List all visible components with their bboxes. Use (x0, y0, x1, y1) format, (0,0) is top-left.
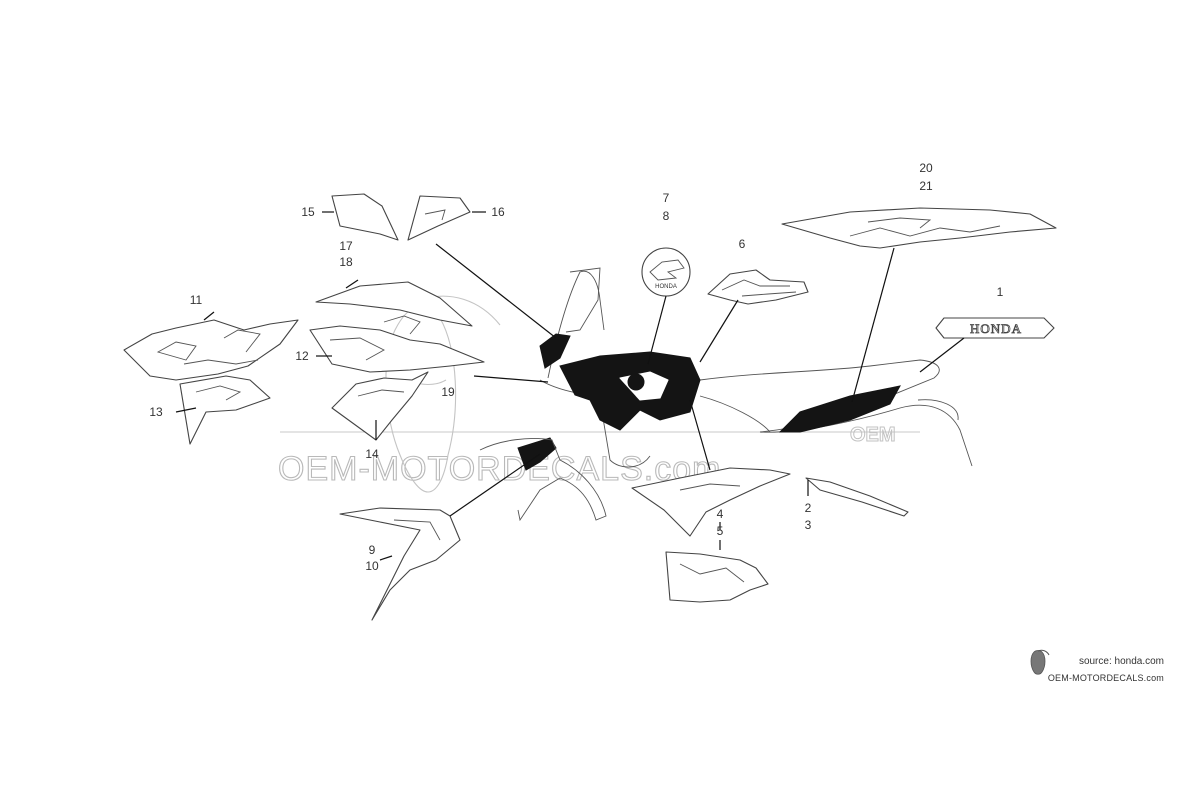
callout-9: 9 (369, 543, 376, 557)
part-17-18 (315, 281, 473, 327)
source-label: source: honda.com (1078, 656, 1164, 667)
part-7-8-emblem: HONDA (641, 247, 691, 297)
rear-side-black-decal (778, 385, 901, 433)
tank-black-decal (559, 351, 701, 431)
part-11-13 (123, 319, 299, 445)
source-site: OEM-MOTORDECALS.com (1047, 673, 1164, 683)
part-2-3-stripe (805, 477, 909, 517)
callout-2: 2 (805, 501, 812, 515)
callout-13: 13 (149, 405, 163, 419)
leader-lines (175, 211, 965, 561)
part-1-honda-wordmark: HONDA (935, 317, 1055, 339)
callout-20: 20 (919, 161, 933, 175)
part-6-logo-decal (707, 269, 809, 305)
callout-10: 10 (365, 559, 379, 573)
callout-8: 8 (663, 209, 670, 223)
callout-6: 6 (739, 237, 746, 251)
callout-14: 14 (365, 447, 379, 461)
emblem-text: HONDA (655, 284, 677, 290)
callout-4: 4 (717, 507, 724, 521)
callout-3: 3 (805, 518, 812, 532)
watermark-sub: OEM (850, 424, 896, 446)
callout-19: 19 (441, 385, 455, 399)
callout-11: 11 (190, 293, 203, 307)
callout-5: 5 (717, 524, 724, 538)
callout-7: 7 (663, 191, 670, 205)
helmet-logo-icon (1030, 649, 1050, 675)
callout-15: 15 (301, 205, 315, 219)
watermark: OEM-MOTORDECALS.com OEM (277, 295, 920, 493)
callouts: 1 2 3 4 5 6 7 8 9 10 11 12 13 14 15 16 1… (149, 161, 1003, 573)
callout-18: 18 (339, 255, 353, 269)
part-9-10 (339, 507, 461, 621)
part-5-lower-panel (665, 551, 769, 603)
callout-16: 16 (491, 205, 505, 219)
callout-21: 21 (919, 179, 933, 193)
part-15-16 (331, 193, 471, 241)
honda-wordmark-text: HONDA (970, 321, 1022, 336)
callout-17: 17 (339, 239, 353, 253)
part-20-21-rear-decal (781, 207, 1057, 249)
callout-12: 12 (295, 349, 309, 363)
callout-1: 1 (997, 285, 1004, 299)
part-4-lower-panel (631, 467, 791, 537)
part-12-14-19 (309, 315, 485, 441)
